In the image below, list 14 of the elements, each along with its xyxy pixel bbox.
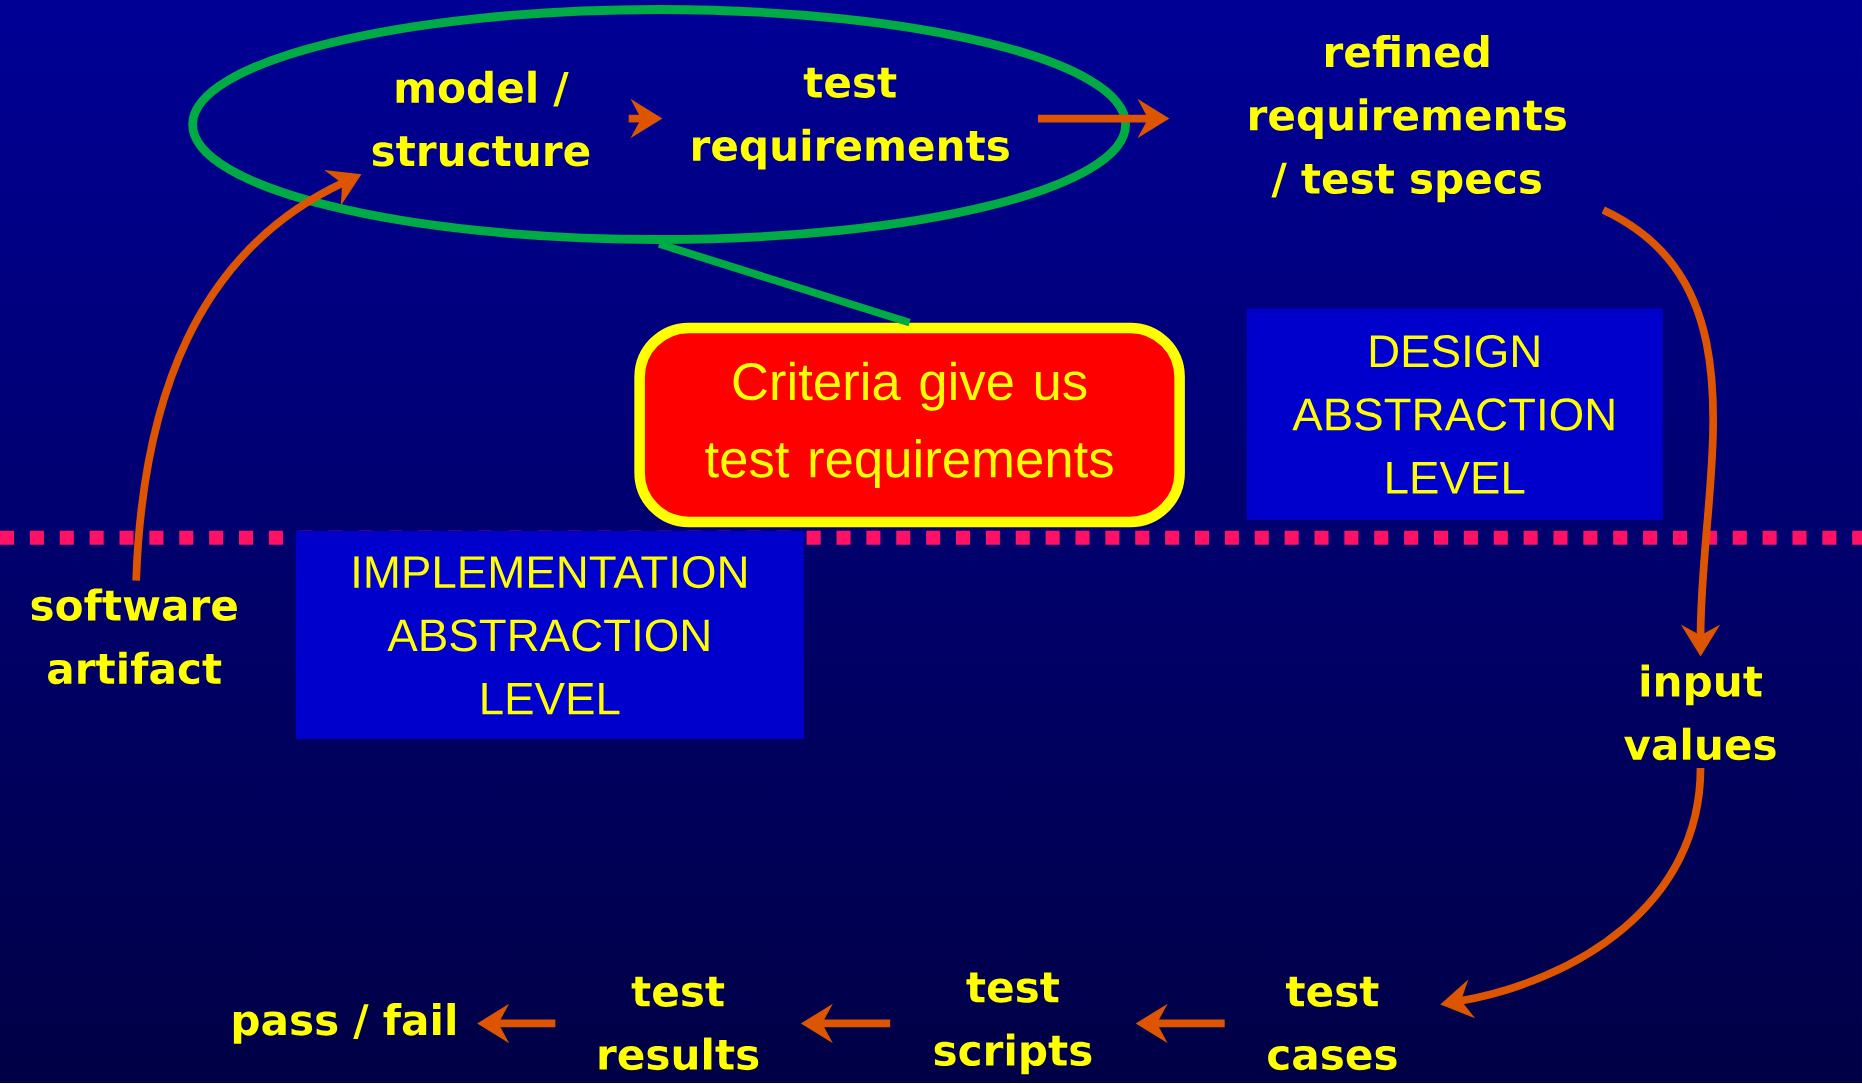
step-label: model / structure <box>372 70 590 167</box>
step-label: pass / fail <box>233 1003 455 1044</box>
level-box: IMPLEMENTATION ABSTRACTION LEVEL <box>295 531 804 740</box>
step-label: software artifact <box>31 588 237 685</box>
connector-line <box>657 240 911 327</box>
step-label: input values <box>1624 664 1776 761</box>
callout-box: Criteria give us test requirements <box>634 322 1185 528</box>
grouping-ellipse <box>188 5 1130 244</box>
step-label: test cases <box>1268 976 1397 1071</box>
step-label: test scripts <box>934 972 1092 1075</box>
step-label: test requirements <box>693 67 1009 170</box>
level-box: DESIGN ABSTRACTION LEVEL <box>1246 308 1663 520</box>
step-label: test results <box>599 976 759 1071</box>
step-label: refined requirements / test specs <box>1250 34 1566 203</box>
